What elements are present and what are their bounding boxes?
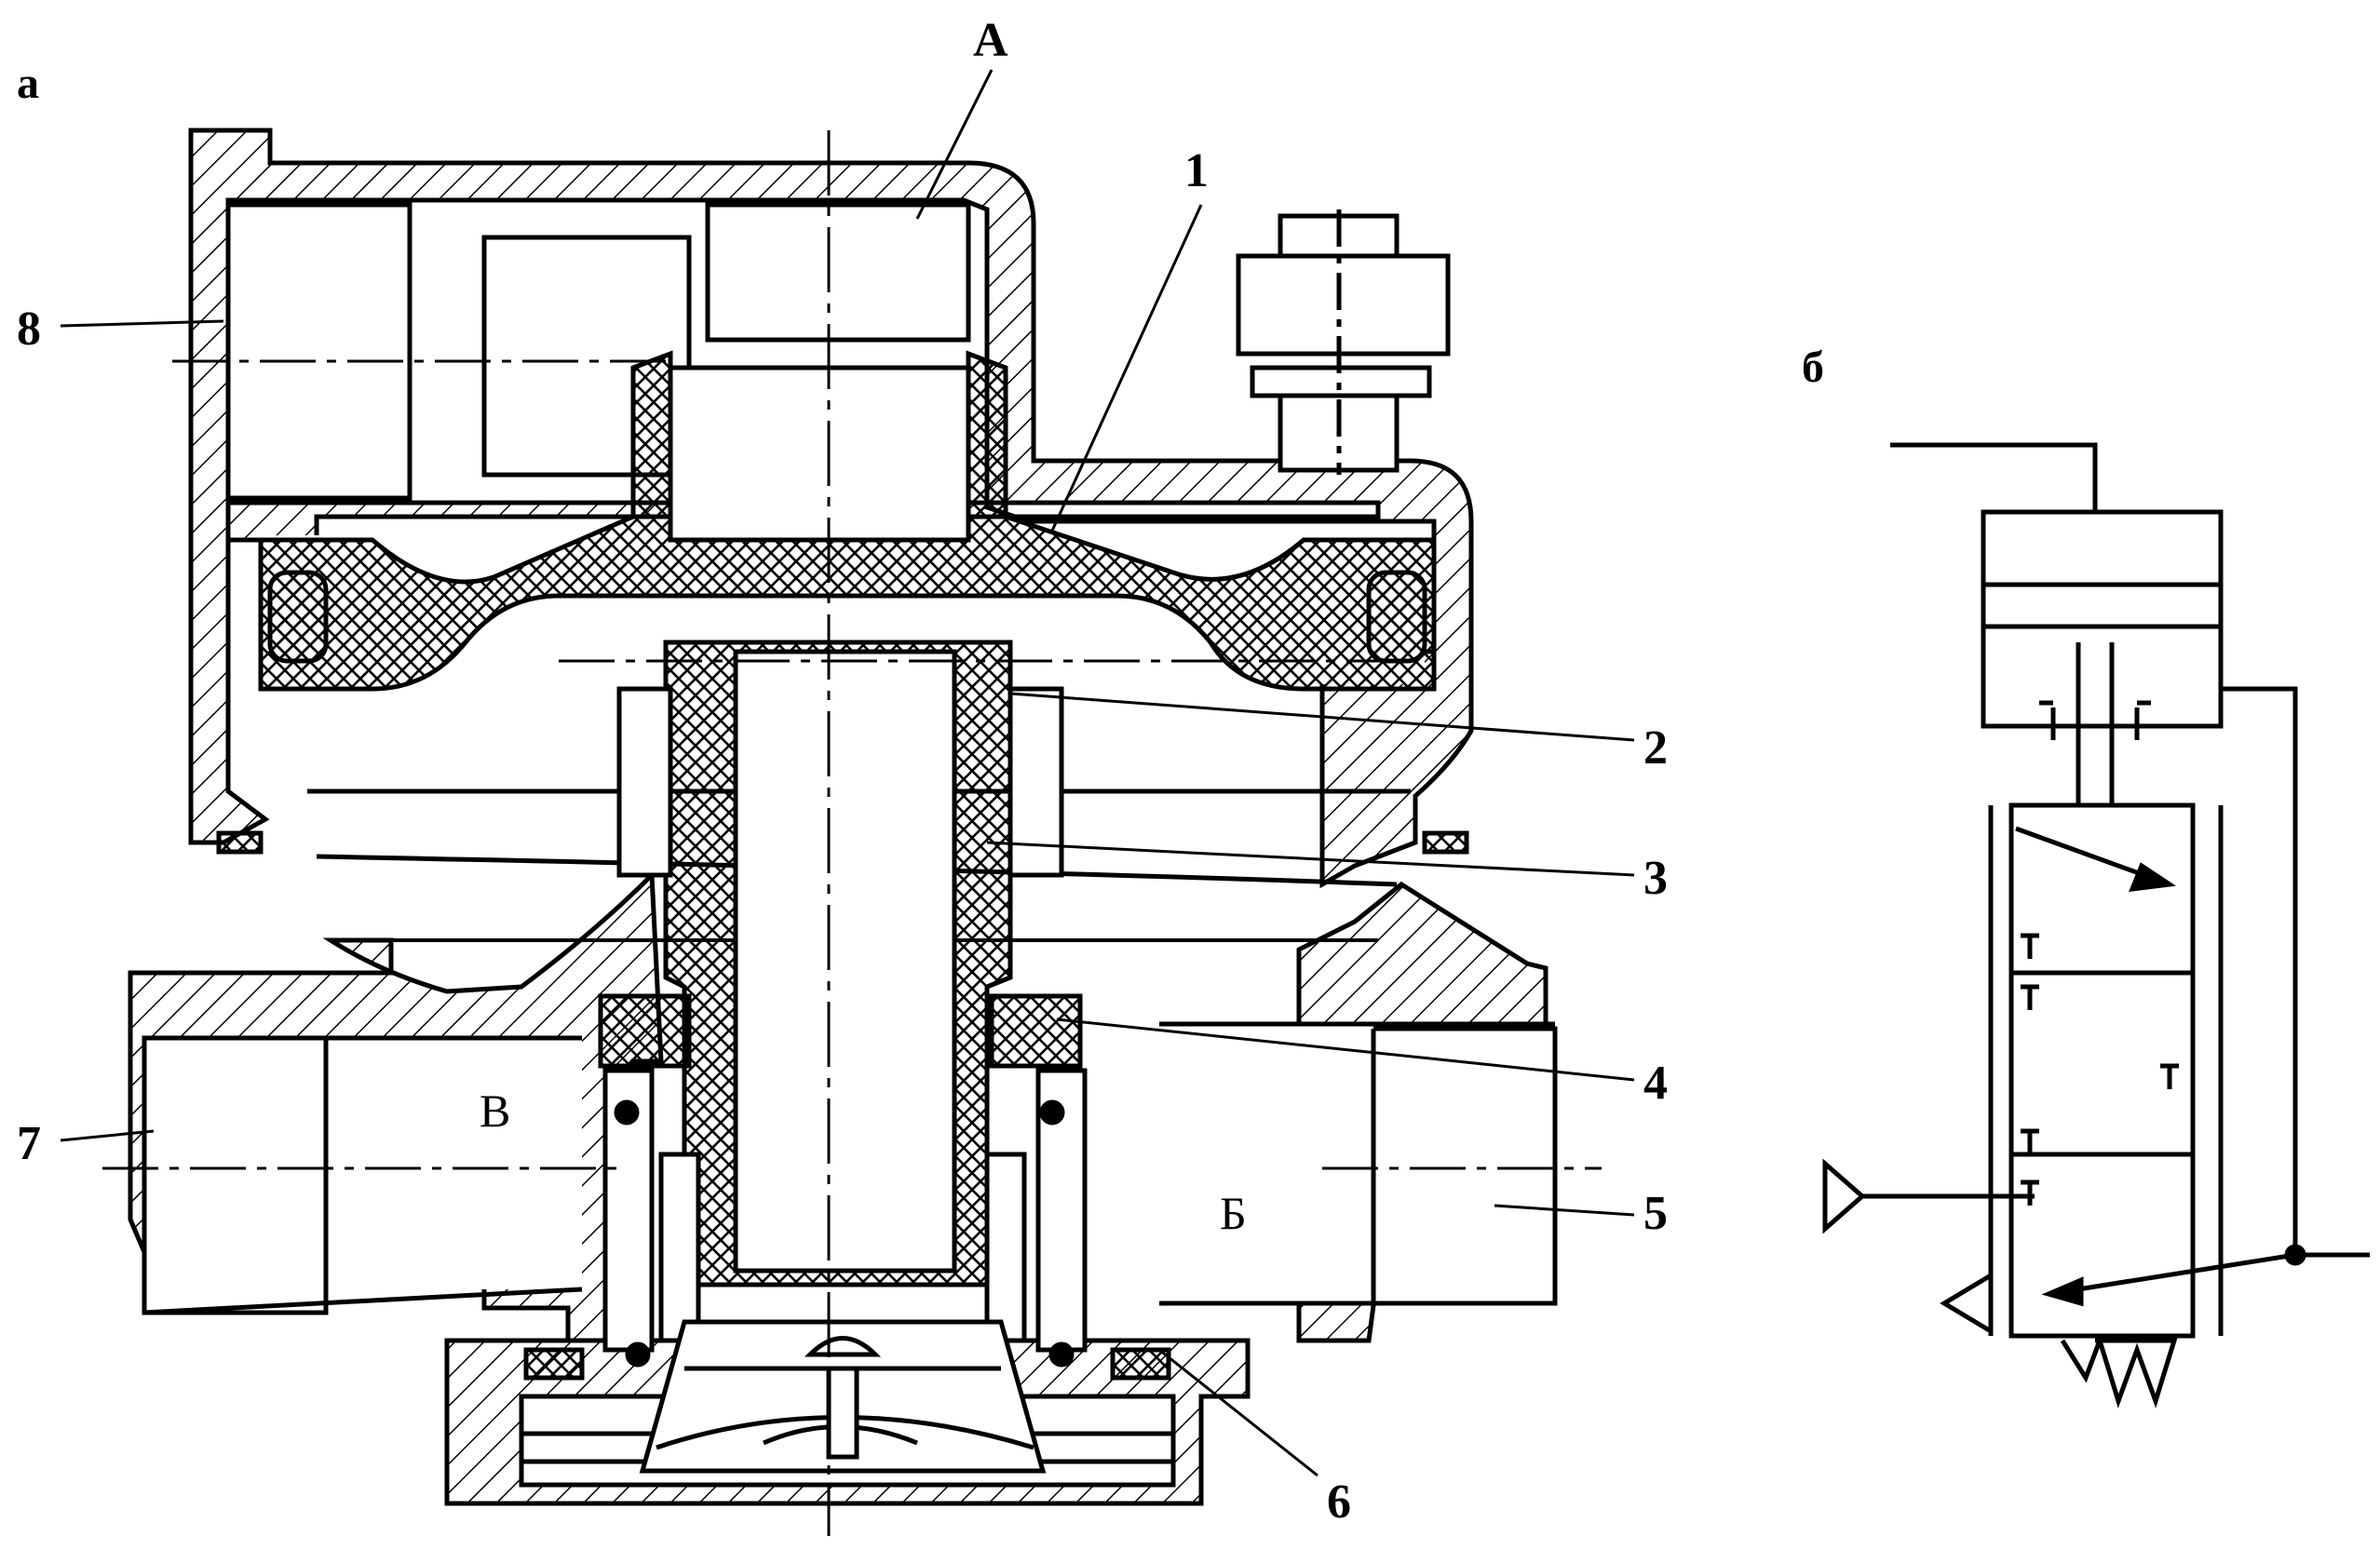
chamber-b-label: Б: [1220, 1187, 1247, 1239]
return-spring: [2060, 1333, 2178, 1408]
panel-b-label: б: [1802, 343, 1824, 392]
schematic-symbol: [1822, 442, 2370, 1408]
callout-7: 7: [17, 1117, 41, 1170]
seal-right: [1366, 570, 1427, 664]
valve-ring-right: [989, 993, 1083, 1069]
bolt: [1236, 209, 1451, 475]
callout-4: 4: [1643, 1057, 1668, 1110]
leader-lines: [60, 69, 1635, 1477]
chamber-a-label: А: [973, 14, 1008, 67]
callout-6: 6: [1327, 1476, 1351, 1529]
bore: [733, 649, 957, 1274]
left-port: [142, 1035, 329, 1315]
seal-left: [267, 570, 329, 664]
valve-ring-left: [598, 993, 692, 1069]
panel-a-label: а: [17, 59, 39, 108]
chamber-v-label: В: [480, 1085, 510, 1137]
pilot-cylinder: [1981, 509, 2224, 729]
callout-3: 3: [1643, 852, 1668, 905]
valve-block: [2008, 802, 2196, 1339]
callout-2: 2: [1643, 721, 1668, 775]
callout-5: 5: [1643, 1187, 1668, 1240]
section-view: [102, 128, 1602, 1536]
callout-1: 1: [1184, 144, 1209, 197]
callout-8: 8: [17, 303, 41, 356]
right-port: [1371, 1026, 1558, 1306]
